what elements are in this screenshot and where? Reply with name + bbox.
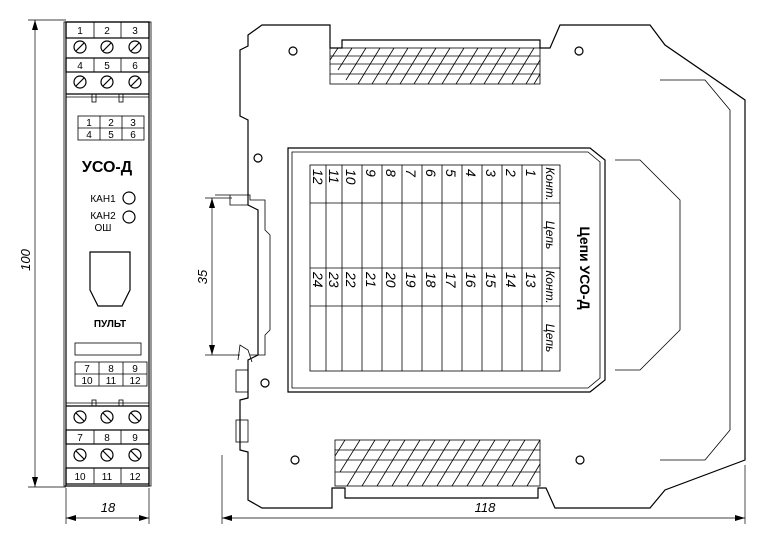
- side-view: [215, 24, 746, 509]
- contact-number: 17: [443, 272, 459, 289]
- screw-terminal: [73, 40, 87, 54]
- mounting-hole: [253, 153, 263, 163]
- top-terminal-number: 1: [77, 26, 83, 37]
- contact-number: 21: [363, 271, 379, 288]
- screw-terminal: [128, 410, 142, 424]
- led-icon: [122, 191, 136, 205]
- bottom-label-number: 12: [129, 376, 141, 387]
- contact-number: 24: [310, 271, 326, 288]
- top-cooling-fins: [329, 47, 541, 85]
- contact-number: 9: [363, 169, 379, 177]
- table-header: Цепь: [543, 324, 557, 353]
- top-terminal-number: 6: [132, 61, 138, 72]
- bottom-label-number: 9: [132, 364, 138, 375]
- mounting-hole: [575, 455, 585, 465]
- bottom-label-number: 8: [108, 364, 114, 375]
- front-width-label: 18: [101, 500, 116, 515]
- bottom-label-number: 7: [84, 364, 90, 375]
- contact-number: 10: [343, 169, 359, 185]
- screw-terminal: [100, 75, 114, 89]
- device-title: УСО-Д: [82, 159, 133, 176]
- bottom-label-number: 11: [106, 376, 117, 387]
- contact-number: 4: [463, 169, 479, 177]
- indicator-label: ОШ: [95, 223, 112, 234]
- height-dimension: 100: [18, 19, 66, 488]
- contact-number: 14: [503, 272, 519, 288]
- connector-label: ПУЛЬТ: [94, 319, 126, 330]
- led-icon: [122, 210, 136, 224]
- contact-number: 12: [310, 169, 326, 185]
- screw-terminal: [100, 448, 114, 462]
- bottom-terminal-number: 10: [74, 472, 86, 483]
- bottom-label-number: 10: [81, 376, 93, 387]
- rail-dimension-label: 35: [195, 269, 210, 284]
- table-header: Конт.: [543, 270, 557, 304]
- indicator-label: КАН2: [90, 211, 116, 222]
- front-view: 1 2 3 4 5 6 1 2 3 4 5 6 УСО-Д КА: [63, 21, 152, 487]
- mounting-hole: [290, 455, 300, 465]
- contact-number: 22: [343, 271, 359, 288]
- mounting-hole: [574, 46, 584, 56]
- top-label-number: 2: [108, 118, 114, 129]
- contact-number: 2: [503, 168, 519, 177]
- contact-number: 18: [423, 272, 439, 288]
- contact-table: Цепи УСО-Д Конт. Цепь Конт. Цепь 1 2 3 4…: [309, 164, 593, 372]
- table-title: Цепи УСО-Д: [577, 226, 593, 309]
- bottom-terminal-number: 12: [129, 472, 141, 483]
- contact-number: 23: [326, 271, 342, 288]
- length-dimension: 118: [221, 455, 746, 524]
- connector-port-icon: [89, 251, 131, 307]
- screw-terminal: [73, 410, 87, 424]
- top-terminal-number: 4: [77, 61, 83, 72]
- front-width-dimension: 18: [65, 488, 150, 524]
- top-label-number: 1: [86, 118, 92, 129]
- bottom-terminal-number: 8: [104, 433, 110, 444]
- rail-dimension: 35: [195, 197, 240, 356]
- screw-terminal: [73, 448, 87, 462]
- table-header: Цепь: [543, 221, 557, 250]
- screw-terminal: [128, 75, 142, 89]
- bottom-cooling-fins: [334, 439, 541, 487]
- contact-number: 5: [443, 169, 459, 177]
- indicator-label: КАН1: [90, 194, 116, 205]
- contact-number: 3: [483, 169, 499, 177]
- contact-number: 6: [423, 169, 439, 177]
- contact-number: 7: [403, 169, 419, 178]
- top-terminal-number: 5: [104, 61, 110, 72]
- bottom-terminal-number: 7: [77, 433, 83, 444]
- contact-number: 16: [463, 272, 479, 288]
- height-dimension-label: 100: [18, 248, 33, 270]
- bottom-terminal-number: 9: [132, 433, 138, 444]
- screw-terminal: [73, 75, 87, 89]
- top-terminal-number: 3: [132, 26, 138, 37]
- contact-number: 20: [383, 271, 399, 288]
- contact-number: 13: [523, 272, 539, 288]
- table-header: Конт.: [543, 167, 557, 201]
- bottom-terminal-number: 11: [102, 472, 113, 483]
- screw-terminal: [128, 448, 142, 462]
- contact-number: 11: [326, 169, 342, 184]
- mounting-hole: [288, 46, 298, 56]
- contact-number: 15: [483, 272, 499, 288]
- length-dimension-label: 118: [475, 500, 496, 515]
- contact-number: 8: [383, 169, 399, 177]
- top-label-number: 6: [130, 130, 136, 141]
- screw-terminal: [100, 40, 114, 54]
- contact-number: 1: [523, 169, 539, 177]
- top-label-number: 3: [130, 118, 136, 129]
- top-terminal-number: 2: [104, 26, 110, 37]
- top-label-number: 5: [108, 130, 114, 141]
- top-label-number: 4: [86, 130, 92, 141]
- contact-number: 19: [403, 272, 419, 288]
- screw-terminal: [100, 410, 114, 424]
- screw-terminal: [128, 40, 142, 54]
- mounting-hole: [260, 378, 270, 388]
